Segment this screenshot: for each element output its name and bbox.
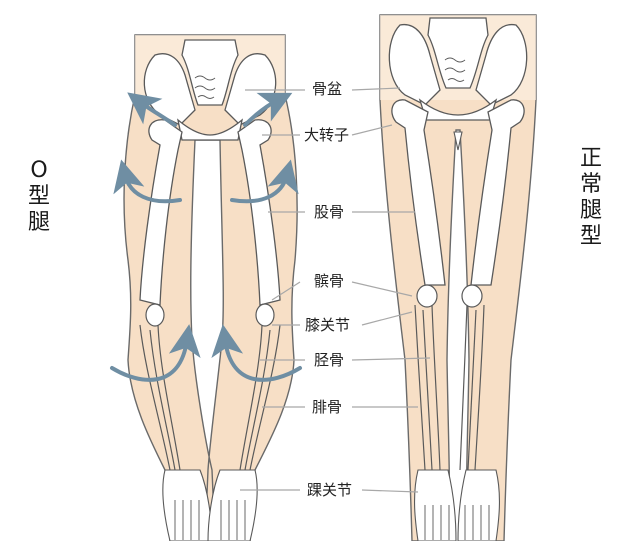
label-femur: 股骨 [312,203,347,221]
o-legs-title: O 型 腿 [26,158,52,236]
label-fibula: 腓骨 [310,398,345,416]
label-ankle-joint: 踝关节 [305,481,355,499]
label-patella: 髌骨 [312,272,347,290]
label-greater-trochanter: 大转子 [302,126,352,144]
label-knee-joint: 膝关节 [303,316,353,334]
o-legs-title-char: O [30,158,48,183]
o-legs-title-char: 腿 [27,210,50,235]
normal-legs-title-char: 腿 [579,198,602,223]
normal-legs-title-char: 常 [579,172,602,197]
o-legs-figure [110,34,302,541]
leader-lines [240,87,431,493]
label-tibia: 胫骨 [312,351,347,369]
normal-legs-figure [379,14,537,541]
label-pelvis: 骨盆 [310,80,345,98]
o-legs-title-char: 型 [27,184,50,209]
normal-legs-title-char: 型 [579,224,602,249]
normal-legs-title: 正 常 腿 型 [578,146,604,250]
normal-legs-title-char: 正 [579,146,602,171]
